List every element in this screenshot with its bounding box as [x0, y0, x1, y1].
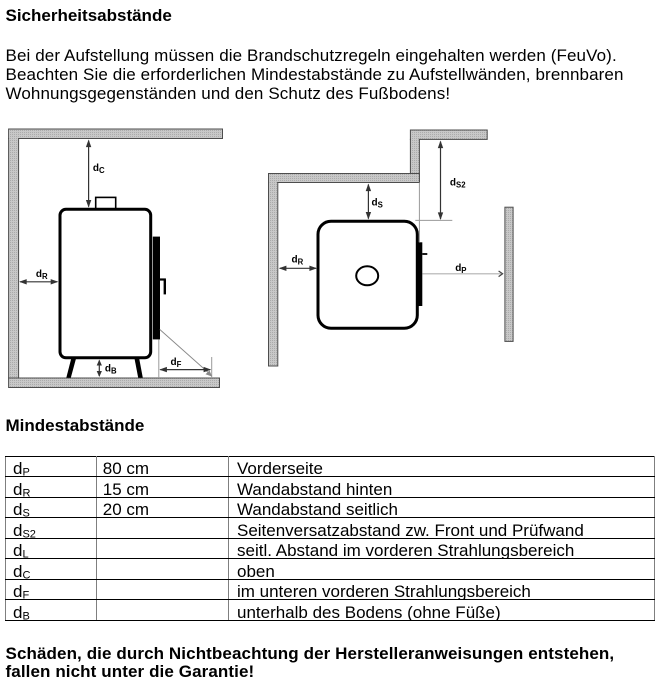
svg-text:dP: dP: [455, 263, 466, 275]
svg-text:dB: dB: [105, 364, 117, 376]
svg-text:dS2: dS2: [450, 177, 466, 189]
svg-text:dC: dC: [93, 163, 105, 175]
svg-text:dF: dF: [171, 357, 182, 369]
svg-text:dR: dR: [36, 269, 48, 281]
svg-text:dS: dS: [372, 198, 383, 210]
svg-text:dR: dR: [292, 255, 304, 267]
